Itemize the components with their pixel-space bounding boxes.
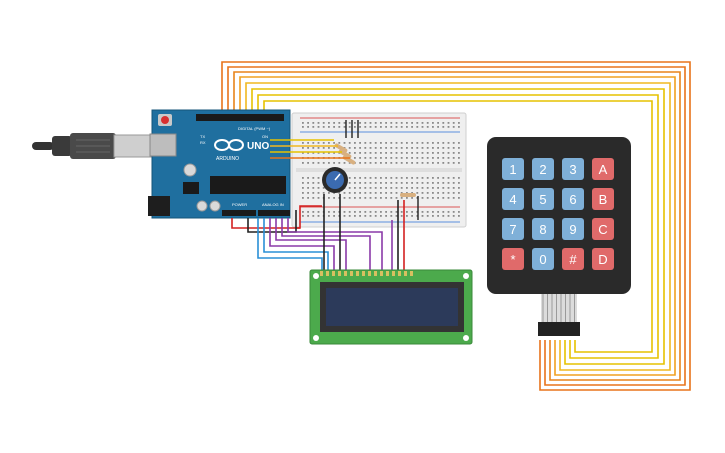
- wire-black-gnd: [247, 210, 297, 233]
- keypad-key[interactable]: [562, 248, 584, 270]
- keypad-key-label: 4: [509, 192, 516, 207]
- lcd-pin: [332, 271, 335, 276]
- wire-purple-1: [269, 218, 335, 270]
- wire-blue-1: [257, 218, 323, 270]
- keypad-key-label: 9: [569, 222, 576, 237]
- keypad-wire-bundle: [221, 61, 691, 391]
- usb-cable: [32, 133, 161, 159]
- keypad-key-label: 0: [539, 252, 546, 267]
- keypad-key[interactable]: [562, 188, 584, 210]
- board-model-text: UNO: [247, 141, 269, 152]
- lcd-pin: [362, 271, 365, 276]
- keypad-key[interactable]: [502, 188, 524, 210]
- digital-label: DIGITAL (PWM ~): [238, 126, 271, 131]
- keypad-wire-8: [263, 100, 653, 353]
- keypad-key[interactable]: [502, 158, 524, 180]
- breadboard: [291, 112, 467, 228]
- on-label: ON: [262, 134, 268, 139]
- keypad-key-label: 8: [539, 222, 546, 237]
- lcd-pin: [380, 271, 383, 276]
- breadboard-jumpers: [345, 120, 419, 220]
- wire-purple-2: [275, 218, 347, 270]
- keypad-key-label: 1: [509, 162, 516, 177]
- keypad-key[interactable]: [592, 158, 614, 180]
- lcd-pin: [344, 271, 347, 276]
- keypad-key-label: 6: [569, 192, 576, 207]
- lcd-pin-header: [320, 271, 413, 276]
- power-header: [222, 210, 256, 216]
- atmega-chip: [210, 176, 286, 194]
- lcd-pin: [392, 271, 395, 276]
- lcd-pin: [368, 271, 371, 276]
- keypad-key-label: *: [510, 252, 515, 267]
- keypad-key[interactable]: [532, 188, 554, 210]
- keypad-key[interactable]: [562, 218, 584, 240]
- keypad-key[interactable]: [592, 188, 614, 210]
- keypad-key-label: C: [598, 222, 607, 237]
- keypad-wire-7: [257, 94, 659, 359]
- wire-purple-4: [287, 218, 383, 270]
- keypad-key-label: #: [569, 252, 577, 267]
- keypad-wire-2: [227, 66, 686, 386]
- keypad-key[interactable]: [562, 158, 584, 180]
- keypad-key[interactable]: [532, 218, 554, 240]
- board-logo-text: ARDUINO: [216, 156, 239, 162]
- keypad-key[interactable]: [592, 218, 614, 240]
- keypad-connector: [538, 322, 580, 336]
- keypad-key-label: A: [599, 162, 608, 177]
- keypad-key-label: 7: [509, 222, 516, 237]
- keypad-key[interactable]: [502, 218, 524, 240]
- analog-header: [258, 210, 290, 216]
- keypad-key[interactable]: [532, 158, 554, 180]
- analog-label: ANALOG IN: [262, 202, 284, 207]
- keypad-wire-4: [239, 76, 676, 376]
- wire-blue-2: [263, 218, 329, 270]
- power-label: POWER: [232, 202, 247, 207]
- usb-port: [149, 133, 177, 157]
- lcd-pin: [356, 271, 359, 276]
- arduino-to-breadboard-wires: [270, 139, 350, 159]
- rx-label: RX: [200, 140, 206, 145]
- lcd-pin: [350, 271, 353, 276]
- digital-header: [196, 114, 284, 121]
- arduino-logo: [214, 139, 244, 151]
- lcd-pin: [410, 271, 413, 276]
- keypad-key[interactable]: [502, 248, 524, 270]
- breadboard-holes: [302, 122, 460, 217]
- lcd-pin: [374, 271, 377, 276]
- keypad-key-label: B: [599, 192, 608, 207]
- keypad-key-label: D: [598, 252, 607, 267]
- resistor-4: [400, 193, 416, 197]
- keypad-key-label: 3: [569, 162, 576, 177]
- keypad-key[interactable]: [532, 248, 554, 270]
- lcd-screen: [326, 288, 458, 326]
- keypad-wire-3: [233, 71, 681, 381]
- arduino-uno-board: ARDUINO UNO DIGITAL (PWM ~) TX RX ON POW…: [148, 109, 291, 219]
- keypad-key-label: 2: [539, 162, 546, 177]
- keypad-wire-6: [251, 88, 665, 365]
- lcd-module: [309, 269, 473, 345]
- lcd-wires: [231, 194, 405, 270]
- tx-label: TX: [200, 134, 205, 139]
- keypad-key[interactable]: [592, 248, 614, 270]
- lcd-pin: [326, 271, 329, 276]
- potentiometer[interactable]: [322, 167, 348, 193]
- keypad-ribbon: [541, 294, 577, 324]
- lcd-pin: [404, 271, 407, 276]
- lcd-pin: [320, 271, 323, 276]
- lcd-pin: [338, 271, 341, 276]
- keypad-wire-5: [245, 82, 671, 371]
- keypad-4x4: 1 2 3 A 4 5 6 B 7 8 9 C * 0 # D: [487, 137, 631, 336]
- power-jack: [148, 196, 170, 216]
- lcd-pin: [386, 271, 389, 276]
- keypad-wire-1: [221, 61, 691, 391]
- wire-purple-3: [281, 218, 371, 270]
- lcd-pin: [398, 271, 401, 276]
- keypad-keys: 1 2 3 A 4 5 6 B 7 8 9 C * 0 # D: [502, 158, 614, 270]
- keypad-key-label: 5: [539, 192, 546, 207]
